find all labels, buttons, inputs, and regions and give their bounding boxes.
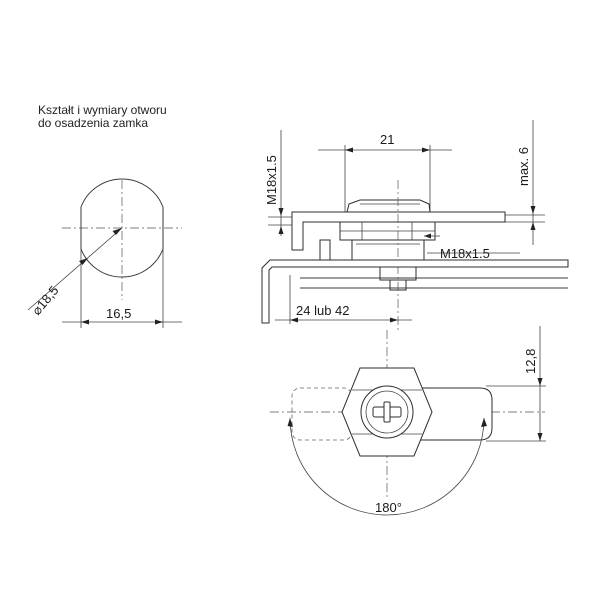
thread-left-label: M18x1.5	[264, 155, 279, 205]
max-thickness-label: max. 6	[516, 147, 531, 186]
hole-flat-label: 16,5	[106, 306, 131, 321]
cam-height-label: 12,8	[523, 349, 538, 374]
cylinder-ring	[365, 390, 409, 434]
arrowhead	[278, 208, 284, 216]
arrowhead	[287, 418, 293, 427]
arrowhead	[537, 433, 543, 441]
hole-diameter-leader	[27, 227, 123, 311]
arrowhead	[79, 258, 88, 265]
note-line-2: do osadzenia zamka	[38, 116, 149, 130]
arrowhead	[530, 222, 536, 230]
frame-lip	[319, 239, 331, 261]
nut-width-label: 21	[380, 132, 394, 147]
key-insert	[383, 401, 391, 423]
cabinet-frame	[261, 259, 569, 324]
thread-right-label: M18x1.5	[440, 246, 490, 261]
arrowhead	[530, 206, 536, 214]
lock-front-view: 180° 12,8	[270, 326, 546, 516]
cam-offset-label: 24 lub 42	[296, 303, 350, 318]
arrowhead	[290, 317, 298, 323]
arrowhead	[424, 233, 431, 239]
hole-shape-view: 16,5 ⌀18,5	[27, 178, 182, 328]
rotation-label: 180°	[375, 500, 402, 515]
rotation-arc	[289, 417, 485, 516]
arrowhead	[155, 319, 163, 325]
note-line-1: Kształt i wymiary otworu	[38, 103, 167, 117]
arrowhead	[81, 319, 89, 325]
arrowhead	[422, 147, 430, 153]
arrowhead	[481, 418, 487, 427]
cam-alt-position	[291, 387, 353, 441]
arrowhead	[278, 226, 284, 234]
hole-shape-note: Kształt i wymiary otworu do osadzenia za…	[38, 104, 167, 130]
arrowhead	[390, 317, 398, 323]
arrowhead	[345, 147, 353, 153]
lock-head	[346, 199, 431, 213]
arrowhead	[112, 228, 122, 235]
cam	[419, 387, 493, 441]
lock-side-view: 21 M18x1.5 max. 6 M18x1.5	[261, 120, 569, 330]
hole-diameter-label: ⌀18,5	[29, 283, 62, 318]
arrowhead	[537, 378, 543, 386]
